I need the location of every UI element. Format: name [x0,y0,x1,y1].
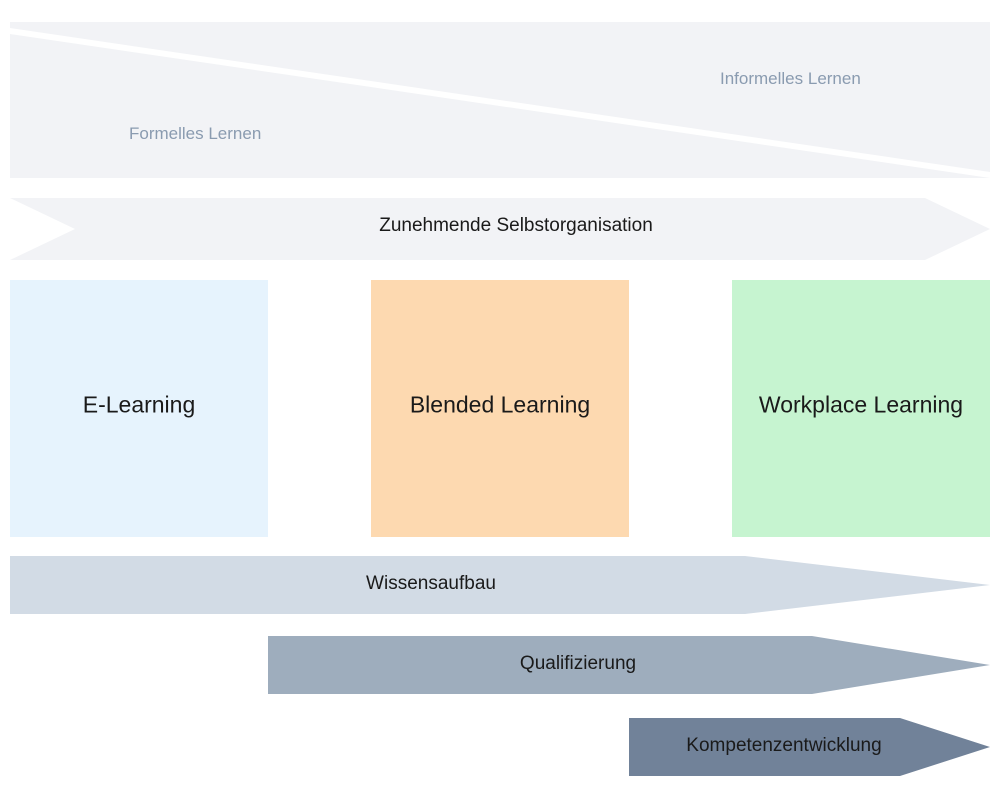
box-workplace-learning [732,280,990,537]
qualifizierung-label: Qualifizierung [519,653,637,674]
self-organisation-chevron [10,198,990,260]
formal-learning-label: Formelles Lernen [129,124,262,143]
band-divider [10,28,990,178]
workplace-learning-label: Workplace Learning [758,391,964,418]
informal-learning-label: Informelles Lernen [720,69,861,88]
box-blended-learning [371,280,629,537]
self-organisation-label: Zunehmende Selbstorganisation [379,215,653,236]
box-e-learning [10,280,268,537]
blended-learning-label: Blended Learning [409,391,591,418]
arrow-kompetenzentwicklung [629,718,990,776]
arrow-wissensaufbau [10,556,990,614]
kompetenzentwicklung-label: Kompetenzentwicklung [686,735,882,756]
wissensaufbau-label: Wissensaufbau [366,573,496,594]
e-learning-label: E-Learning [82,391,196,418]
arrow-qualifizierung [268,636,990,694]
